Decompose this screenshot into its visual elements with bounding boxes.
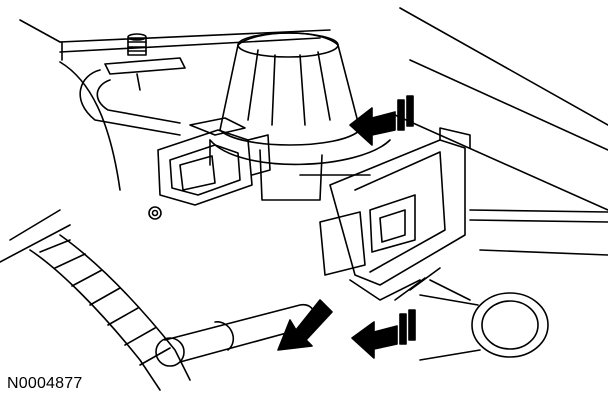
figure-id-label: N0004877 <box>7 375 83 392</box>
mounting-bracket <box>319 127 471 301</box>
bolt-head <box>148 206 162 220</box>
background-body-panels <box>0 7 608 263</box>
upper-hose <box>79 69 181 136</box>
arrow-upper-right <box>349 95 414 146</box>
lower-hose-left <box>29 234 191 391</box>
electrical-connector <box>157 117 271 206</box>
arrow-lower-right <box>351 309 416 359</box>
arrow-lower-left <box>277 299 333 351</box>
bolt-fitting <box>104 33 186 91</box>
lower-hose-right <box>394 267 549 361</box>
valve-body <box>209 32 391 201</box>
